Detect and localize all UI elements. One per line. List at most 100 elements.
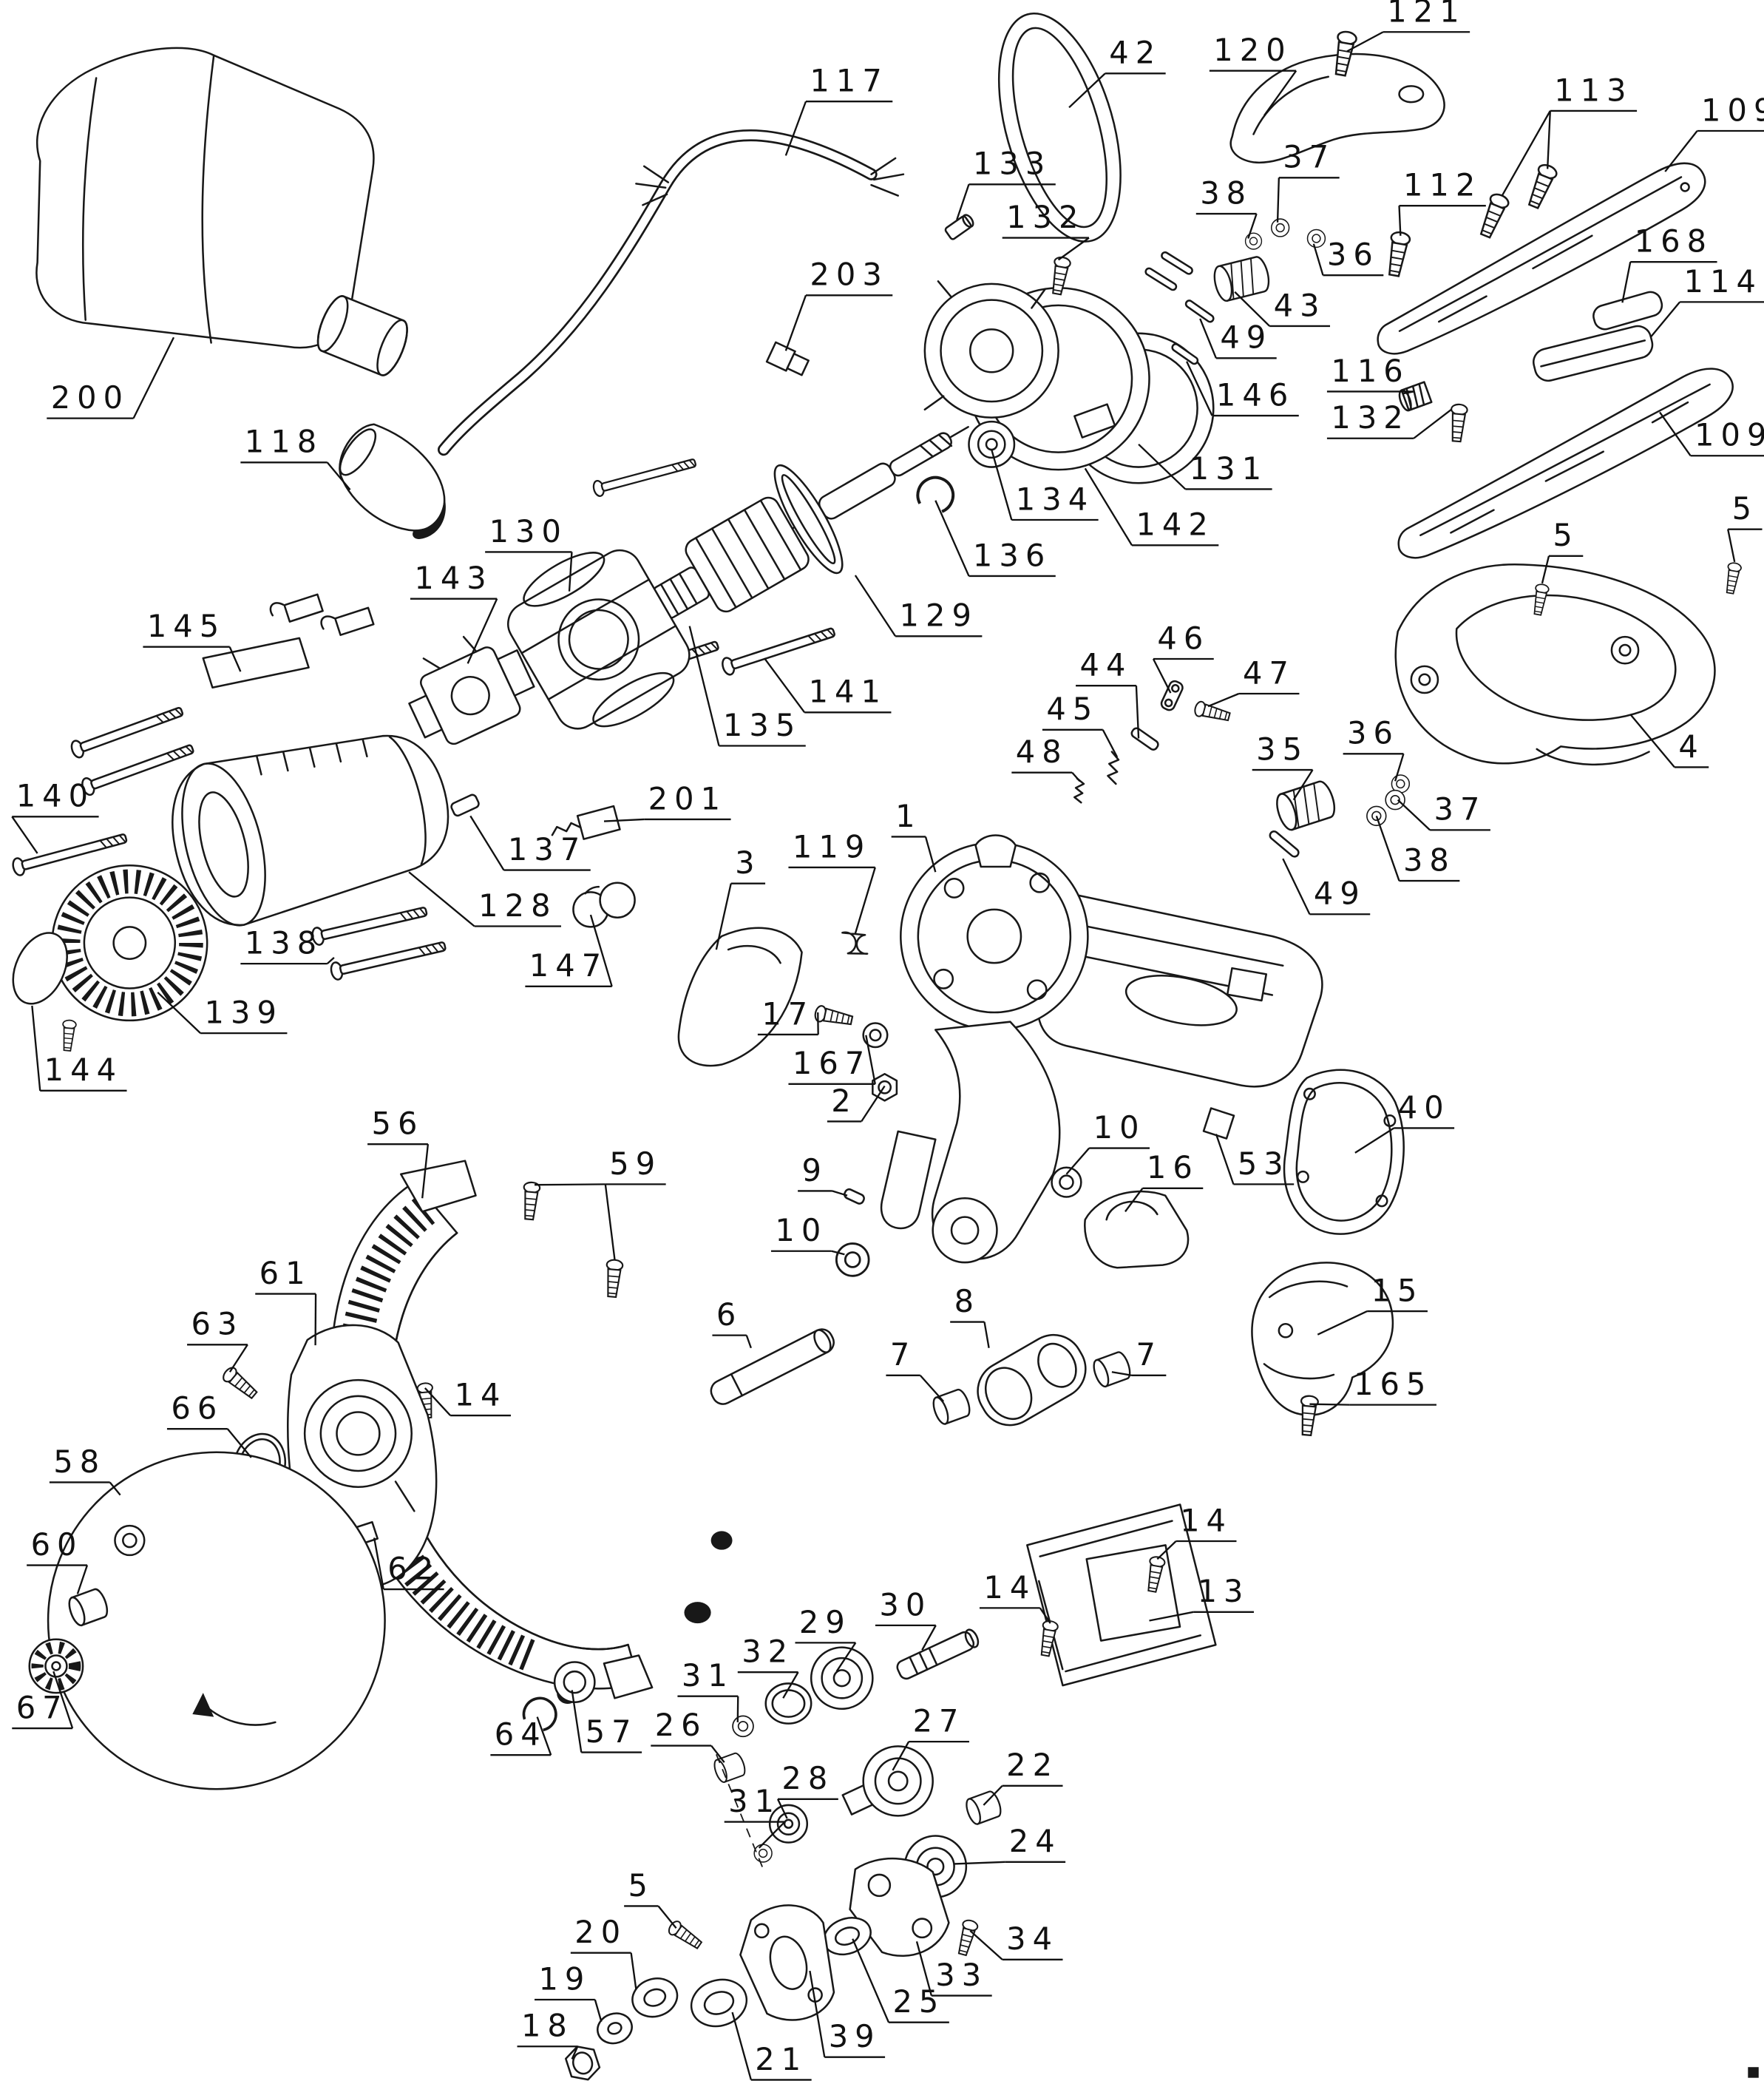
leader-line: [604, 1184, 616, 1260]
part-number: 34: [1006, 1921, 1059, 1957]
leader-line: [1659, 411, 1692, 456]
leader-line: [1215, 1134, 1235, 1185]
part-number: 136: [973, 537, 1051, 573]
leader-line: [1546, 110, 1551, 169]
part-label-7: 7: [1111, 1336, 1167, 1377]
leader-line: [1413, 408, 1452, 439]
part-37-washer: [1270, 218, 1290, 237]
part-167-grommet: [862, 1022, 889, 1049]
part-number: 36: [1347, 715, 1400, 751]
part-number: 9: [802, 1152, 828, 1188]
part-label-109: 109: [1664, 92, 1764, 172]
part-number: 33: [935, 1957, 988, 1993]
part-label-139: 139: [157, 992, 288, 1035]
part-168-latch-bar: [1592, 291, 1663, 331]
part-number: 5: [628, 1867, 654, 1904]
part-19-washer: [597, 2012, 633, 2045]
leader-line: [571, 1690, 583, 1753]
part-37-washer: [1385, 789, 1405, 811]
part-number: 138: [245, 925, 323, 961]
part-label-35: 35: [1252, 731, 1314, 801]
part-128-motor-housing: [172, 734, 450, 927]
part-number: 61: [259, 1255, 312, 1291]
page-corner-mark: [1748, 2067, 1759, 2078]
part-36-washer: [1306, 229, 1326, 248]
part-number: 129: [899, 598, 977, 634]
part-number: 24: [1009, 1823, 1062, 1859]
leader-line: [1664, 130, 1698, 172]
part-number: 137: [508, 831, 586, 867]
leader-line: [1354, 1127, 1394, 1154]
leader-line: [594, 1999, 603, 2023]
part-label-60: 60: [27, 1526, 89, 1594]
part-33-bracket: [849, 1857, 950, 1958]
part-label-43: 43: [1234, 287, 1331, 328]
part-20-washer: [631, 1977, 679, 2018]
leader-line: [924, 836, 937, 873]
part-label-24: 24: [954, 1823, 1066, 1865]
leader-line: [1727, 529, 1736, 563]
part-number: 14: [1180, 1502, 1232, 1538]
part-label-144: 144: [31, 1005, 127, 1092]
part-number: 53: [1238, 1146, 1290, 1182]
part-label-46: 46: [1152, 620, 1214, 694]
part-number: 47: [1243, 654, 1295, 691]
part-number: 168: [1635, 223, 1713, 260]
part-134-bearing: [968, 420, 1016, 468]
part-label-31: 31: [677, 1657, 739, 1722]
part-16-clamp: [1084, 1190, 1190, 1269]
leader-line: [535, 1183, 605, 1186]
part-131-142-motor-end-assembly: [923, 280, 1215, 484]
part-number: 113: [1554, 72, 1632, 108]
leader-line: [571, 2046, 579, 2060]
leader-line: [1111, 1371, 1133, 1377]
leader-line: [1621, 261, 1632, 303]
part-label-62: 62: [373, 1537, 444, 1591]
part-label-7: 7: [886, 1336, 945, 1402]
part-number: 146: [1216, 376, 1295, 413]
part-label-30: 30: [875, 1586, 937, 1651]
part-number: 132: [1006, 199, 1085, 235]
part-number: 49: [1314, 876, 1366, 912]
part-number: 6: [716, 1296, 742, 1333]
part-number: 130: [489, 513, 568, 549]
leader-line: [782, 1671, 799, 1699]
part-number: 31: [682, 1657, 734, 1693]
leader-line: [1186, 361, 1213, 416]
leader-line: [467, 598, 498, 664]
part-label-168: 168: [1621, 223, 1717, 303]
part-label-40: 40: [1354, 1089, 1455, 1154]
part-39-plate: [739, 1904, 835, 2021]
part-137-sleeve: [450, 794, 480, 817]
part-number: 46: [1157, 620, 1210, 656]
part-label-132: 132: [1002, 199, 1090, 261]
part-label-147: 147: [525, 914, 613, 988]
leader-line: [536, 1716, 552, 1756]
part-label-48: 48: [1011, 734, 1081, 782]
part-number: 147: [529, 947, 608, 984]
part-129-armature: [648, 426, 969, 619]
part-number: 45: [1046, 691, 1099, 727]
part-number: 114: [1684, 263, 1763, 300]
leader-line: [630, 1952, 637, 1990]
part-label-114: 114: [1649, 263, 1764, 338]
part-label-31: 31: [724, 1783, 786, 1849]
leader-line: [424, 1387, 452, 1416]
part-number: 22: [1006, 1747, 1059, 1783]
part-label-42: 42: [1068, 35, 1166, 109]
part-114-handle-insert: [1533, 325, 1654, 382]
part-number: 29: [799, 1604, 852, 1640]
part-number: 60: [31, 1526, 84, 1563]
leader-line: [1263, 70, 1297, 116]
leader-line: [954, 1861, 1005, 1865]
part-label-27: 27: [892, 1703, 969, 1771]
part-number: 18: [521, 2008, 574, 2044]
part-number: 17: [761, 995, 814, 1032]
part-label-66: 66: [166, 1390, 252, 1458]
leader-line: [1199, 318, 1217, 359]
part-number: 30: [879, 1586, 932, 1622]
part-number: 37: [1434, 791, 1487, 828]
part-53-pad: [1202, 1107, 1235, 1140]
part-number: 38: [1200, 175, 1252, 211]
part-number: 40: [1398, 1089, 1451, 1126]
